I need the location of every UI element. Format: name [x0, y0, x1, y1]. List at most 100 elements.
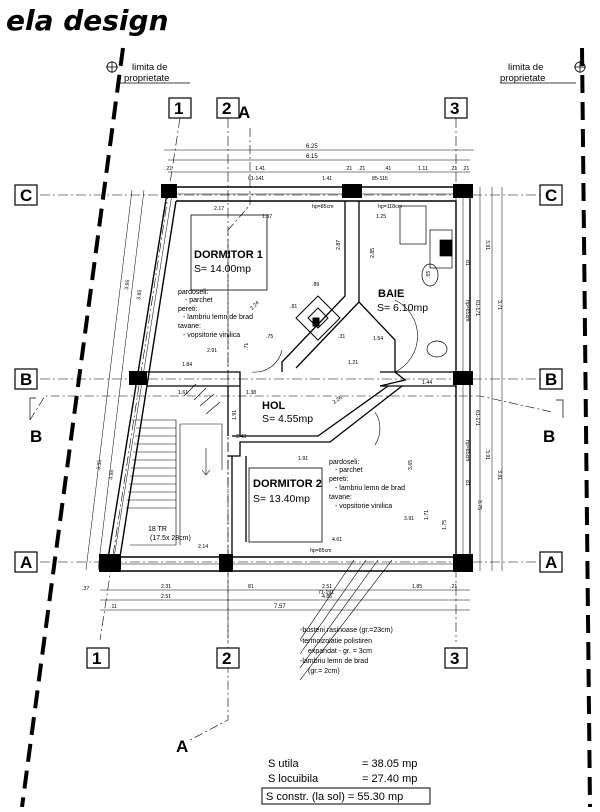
grid-box-2-bottom	[216, 647, 240, 669]
dim-label: 2.31	[161, 584, 171, 590]
dim-label: 2.17	[214, 206, 224, 212]
limit-label-right-1: limita de	[508, 62, 543, 73]
finish-line: - vopsitorie vinilica	[183, 332, 240, 339]
bathroom-fixtures	[399, 205, 453, 358]
finish-line: pardoseli:	[329, 459, 359, 466]
dim-label: 2.14	[198, 544, 208, 550]
area-utila-label: S utila	[268, 758, 299, 770]
dim-label: 1.75	[442, 520, 448, 530]
dim-label: hp=85cm	[464, 300, 470, 322]
dim-label: 3.91	[484, 240, 490, 250]
dim-label: 85-115	[372, 176, 388, 182]
dim-label: 3.75	[476, 500, 482, 510]
room-frames	[190, 214, 323, 543]
finishes-dormitor1: pardoseli: - parchet pereti: - lambriu l…	[178, 289, 253, 339]
wall-section-notes: -busteni rasinoase (gr.=23cm) -termoizol…	[300, 627, 393, 675]
section-lines	[29, 128, 553, 741]
finish-line: - parchet	[185, 297, 213, 304]
dim-label: 2.87	[336, 240, 342, 250]
dim-label: 3.35	[96, 459, 103, 470]
area-locuibila-value: = 27.40 mp	[362, 773, 417, 785]
grid-label-3-top: 3	[450, 99, 459, 118]
grid-box-1-top	[168, 97, 192, 119]
grid-label-2-bottom: 2	[222, 649, 231, 668]
grid-label-a-right: A	[545, 553, 557, 572]
room-area-baie: S= 6.10mp	[377, 302, 428, 314]
grid-label-2-top: 2	[222, 99, 231, 118]
dim-label: .11	[110, 604, 117, 610]
area-constr-box	[261, 787, 431, 805]
dim-label: 2.85	[370, 248, 376, 258]
dim-label: 81	[248, 584, 254, 590]
dim-label: .89	[312, 282, 319, 288]
room-name-dormitor1: DORMITOR 1	[194, 249, 263, 261]
section-note: -lambriu lemn de brad	[300, 658, 368, 665]
dim-label: 71-191	[318, 590, 334, 596]
dim-label: hp=85cm	[310, 548, 332, 554]
dim-label: 2.91	[207, 348, 217, 354]
stairs-size: (17.5x 28cm)	[150, 535, 191, 542]
dim-label: 1.85	[412, 584, 422, 590]
grid-box-3-bottom	[444, 647, 468, 669]
area-summary: S utila = 38.05 mp S locuibila = 27.40 m…	[261, 758, 431, 805]
dim-label: .37	[82, 586, 89, 592]
dim-label: 1.54	[373, 336, 383, 342]
dim-label: 3.95	[124, 279, 131, 290]
dim-label: .21	[358, 166, 365, 172]
grid-box-1-bottom	[86, 647, 110, 669]
dim-label: 61-141	[248, 176, 264, 182]
grid-label-b-left: B	[20, 370, 32, 389]
internal-dimensions: 2.17 1.87 2.87 2.85 1.25 1.84 2.91 1.61 …	[178, 176, 448, 550]
dim-label: .81	[290, 304, 297, 310]
dim-label: 1.11	[418, 166, 428, 172]
dim-label: 1.87	[262, 214, 272, 220]
area-constr: S constr. (la sol) = 55.30 mp	[266, 791, 403, 803]
dim-label: .41	[384, 166, 391, 172]
dim-label: hp=85cm	[464, 440, 470, 462]
grid-label-c-left: C	[20, 186, 32, 205]
dim-label: 2.24	[249, 300, 260, 311]
dim-label: 1.41	[255, 166, 265, 172]
staircase	[126, 383, 223, 546]
dim-label: 2.51	[322, 584, 332, 590]
finish-line: tavane:	[329, 494, 352, 501]
section-note: (gr.= 2cm)	[308, 668, 340, 675]
grid-box-a-right	[539, 551, 563, 573]
dim-label: 1.61	[178, 390, 188, 396]
section-note: expandat - gr. = 3cm	[308, 648, 372, 655]
room-area-hol: S= 4.55mp	[262, 413, 313, 425]
grid-box-a-left	[14, 551, 38, 573]
finish-line: - lambriu lemn de brad	[335, 485, 405, 492]
dim-label: .21	[165, 166, 172, 172]
dim-label: 1.21	[348, 360, 358, 366]
sink-icon	[426, 340, 448, 358]
dim-label: 4.85	[322, 594, 332, 600]
grid-box-c-right	[539, 184, 563, 206]
grid-label-a-left: A	[20, 553, 32, 572]
dim-total-bottom: 7.57	[274, 604, 286, 610]
area-utila-value: = 38.05 mp	[362, 758, 417, 770]
section-b-left: B	[30, 427, 42, 446]
dim-top-2: 6.15	[306, 154, 318, 160]
grid-label-b-right: B	[545, 370, 557, 389]
property-limit-right: limita de proprietate	[500, 47, 592, 808]
grid-label-1-bottom: 1	[92, 649, 101, 668]
finish-line: pereti:	[329, 476, 349, 483]
limit-label-right-2: proprietate	[500, 73, 545, 84]
dim-label: 1.38	[246, 390, 256, 396]
dim-label: .21	[450, 584, 457, 590]
dim-label: 3.91	[484, 450, 490, 460]
dim-label: 1.44	[422, 380, 432, 386]
section-note: -busteni rasinoase (gr.=23cm)	[300, 627, 393, 634]
area-locuibila-label: S locuibila	[268, 773, 319, 785]
dim-label: hp=85cm	[312, 204, 334, 210]
grid-label-3-bottom: 3	[450, 649, 459, 668]
dimension-lines	[85, 149, 503, 611]
shower-icon	[399, 205, 427, 245]
dim-label: 2.51	[161, 594, 171, 600]
dim-label: 1.41	[322, 176, 332, 182]
section-leader	[299, 559, 393, 681]
dim-label: .31	[338, 334, 345, 340]
finish-line: - lambriu lemn de brad	[183, 314, 253, 321]
